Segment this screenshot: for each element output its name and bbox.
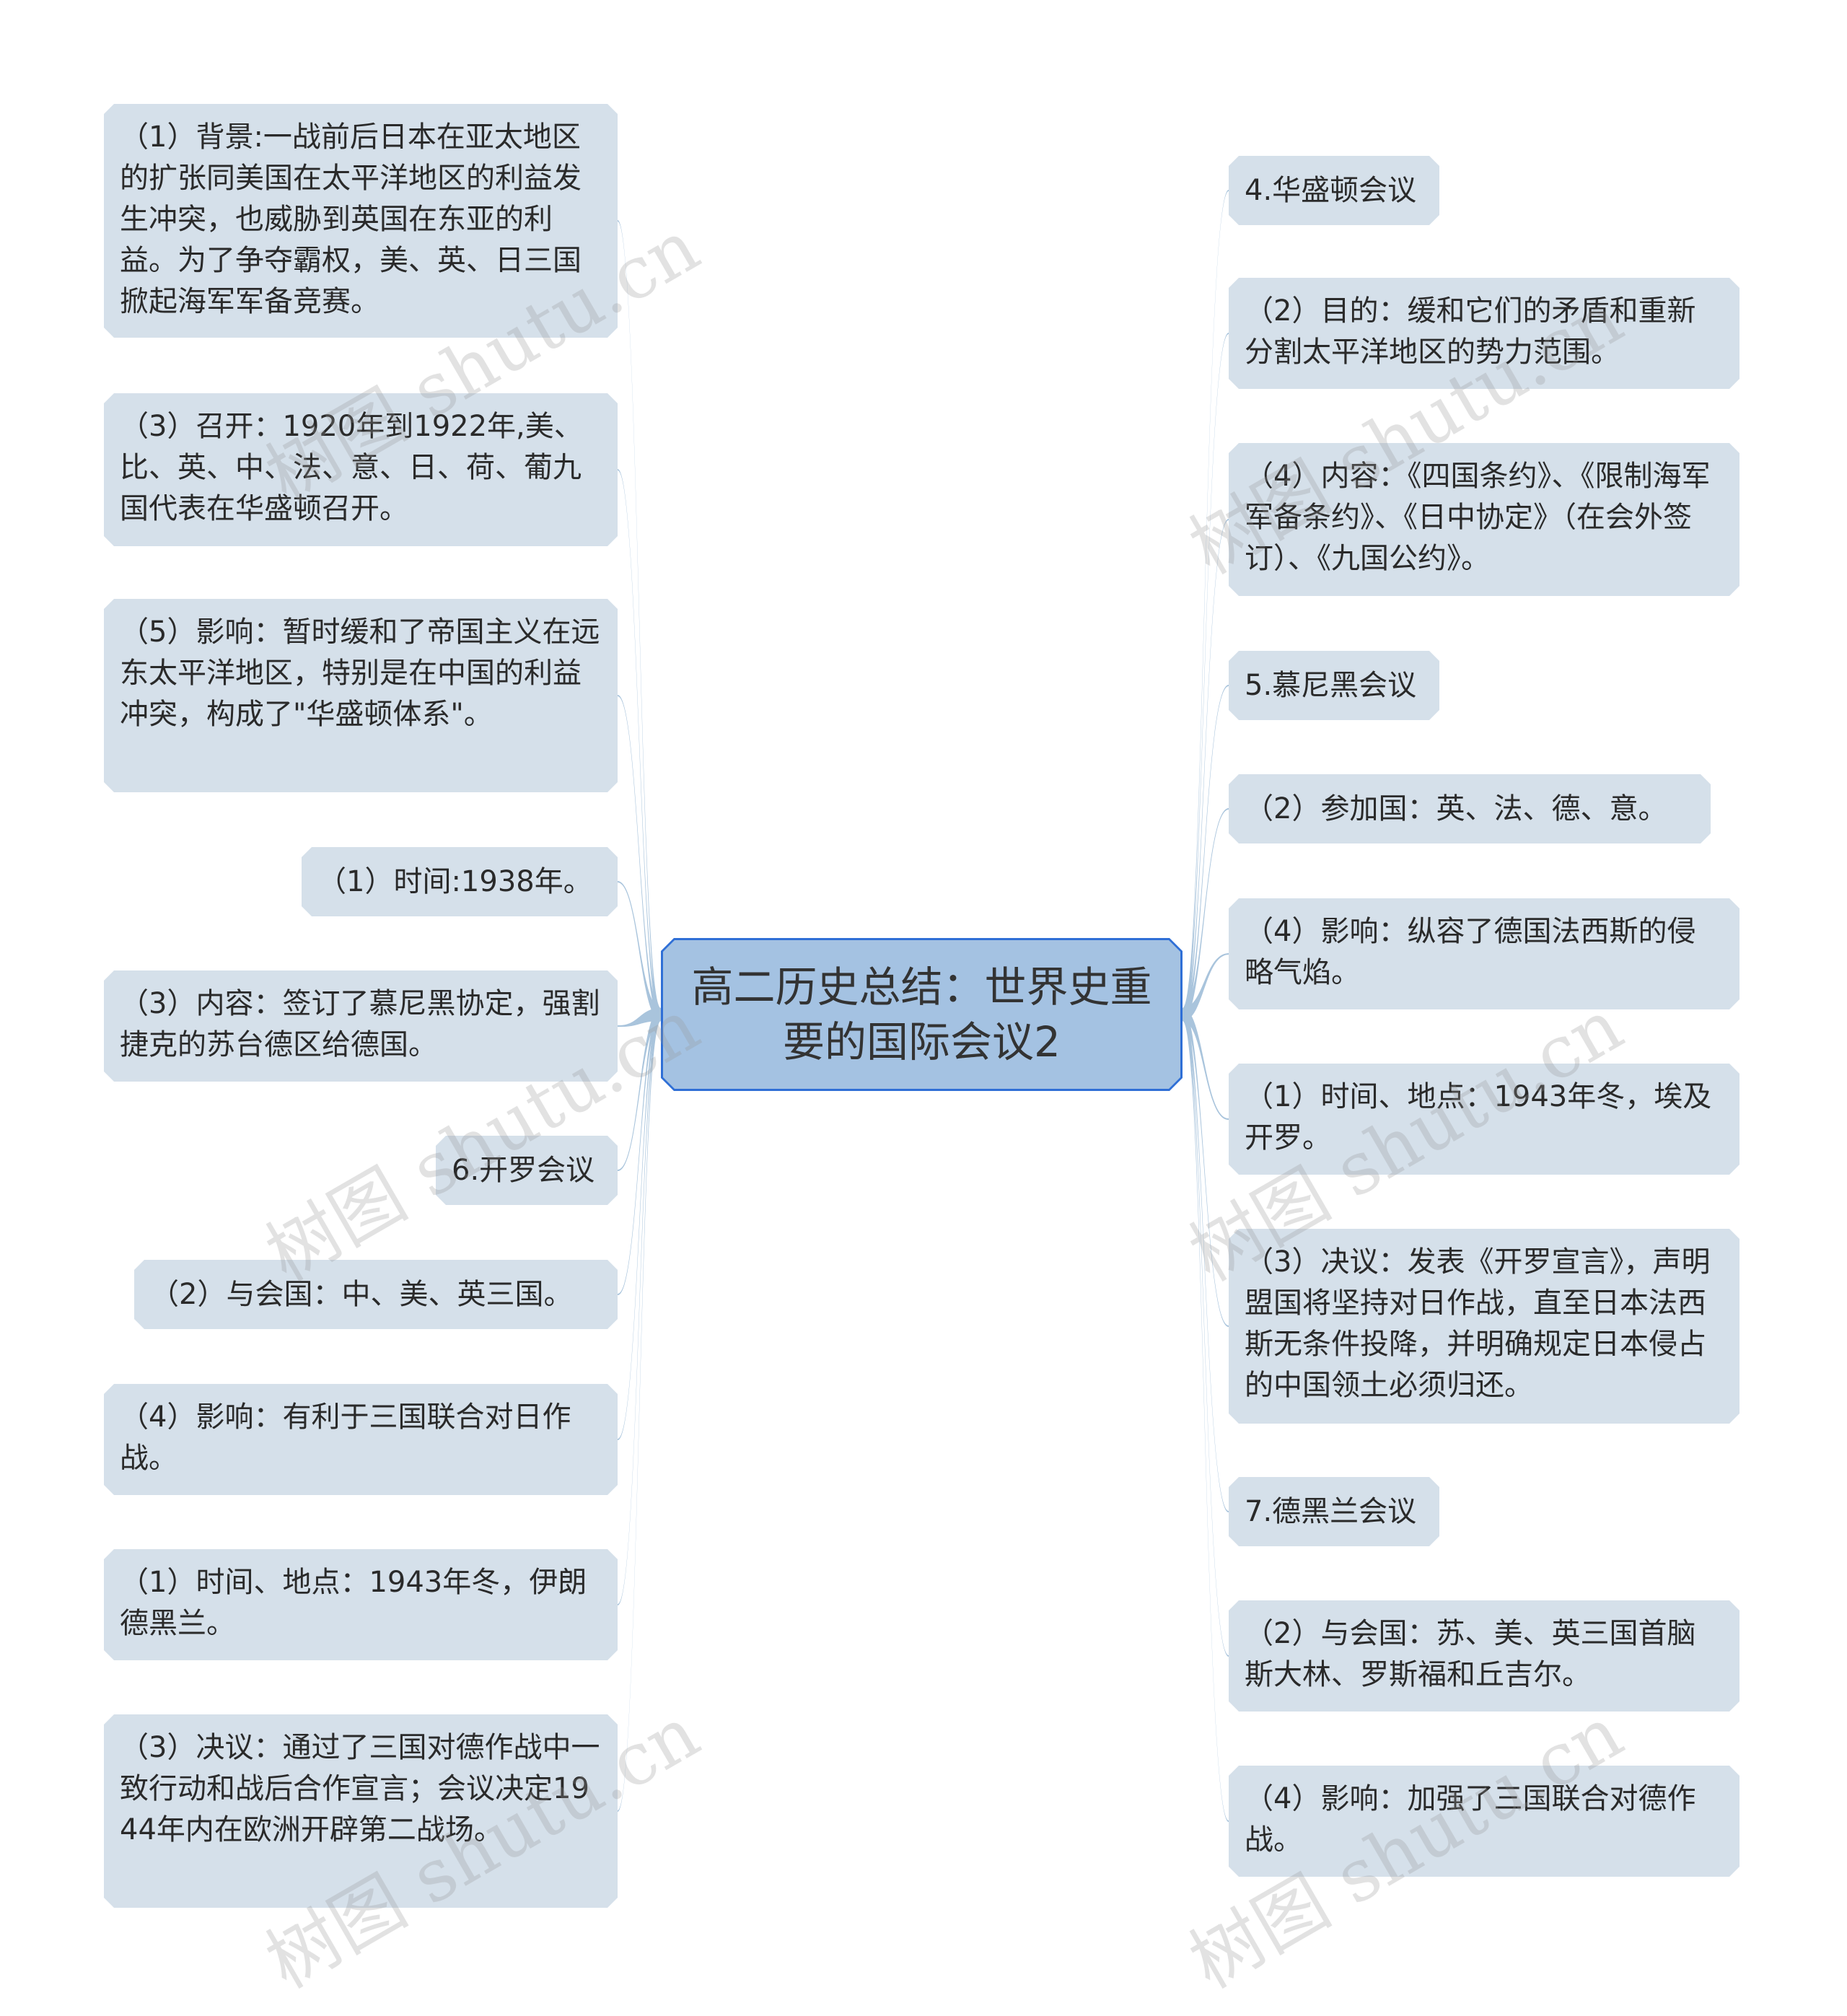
- node-washington-conference[interactable]: 4.华盛顿会议: [1229, 156, 1439, 225]
- connector-line: [1183, 519, 1229, 1021]
- connector-line: [618, 881, 661, 1021]
- node-cairo-time[interactable]: （1）时间、地点：1943年冬，埃及开罗。: [1229, 1064, 1739, 1175]
- node-munich-impact[interactable]: （4）影响：纵容了德国法西斯的侵略气焰。: [1229, 898, 1739, 1009]
- connector-line: [618, 1008, 661, 1027]
- node-tehran-impact[interactable]: （4）影响：加强了三国联合对德作战。: [1229, 1766, 1739, 1877]
- node-tehran-participants[interactable]: （2）与会国：苏、美、英三国首脑斯大林、罗斯福和丘吉尔。: [1229, 1600, 1739, 1712]
- connector-line: [618, 1008, 661, 1606]
- connector-line: [1183, 685, 1229, 1021]
- connector-line: [618, 220, 661, 1021]
- node-munich-time[interactable]: （1）时间:1938年。: [302, 847, 618, 916]
- connector-line: [1183, 190, 1229, 1021]
- connector-line: [618, 1008, 661, 1172]
- connector-line: [618, 695, 661, 1021]
- connector-line: [618, 469, 661, 1021]
- node-tehran-time[interactable]: （1）时间、地点：1943年冬，伊朗德黑兰。: [104, 1549, 618, 1660]
- node-washington-purpose[interactable]: （2）目的：缓和它们的矛盾和重新分割太平洋地区的势力范围。: [1229, 278, 1739, 389]
- node-washington-impact[interactable]: （5）影响：暂时缓和了帝国主义在远东太平洋地区，特别是在中国的利益冲突，构成了"…: [104, 599, 618, 792]
- node-washington-background[interactable]: （1）背景:一战前后日本在亚太地区的扩张同美国在太平洋地区的利益发生冲突，也威胁…: [104, 104, 618, 338]
- node-cairo-resolution[interactable]: （3）决议：发表《开罗宣言》，声明盟国将坚持对日作战，直至日本法西斯无条件投降，…: [1229, 1229, 1739, 1424]
- node-munich-conference[interactable]: 5.慕尼黑会议: [1229, 651, 1439, 720]
- connector-line: [618, 1008, 661, 1296]
- connector-line: [1183, 1008, 1229, 1657]
- connector-line: [1183, 953, 1229, 1021]
- node-cairo-participants[interactable]: （2）与会国：中、美、英三国。: [134, 1260, 618, 1329]
- node-tehran-conference[interactable]: 7.德黑兰会议: [1229, 1477, 1439, 1546]
- node-munich-content[interactable]: （3）内容：签订了慕尼黑协定，强割捷克的苏台德区给德国。: [104, 970, 618, 1082]
- connector-line: [1183, 1008, 1229, 1823]
- root-topic[interactable]: 高二历史总结：世界史重要的国际会议2: [661, 938, 1183, 1091]
- node-tehran-resolution[interactable]: （3）决议：通过了三国对德作战中一致行动和战后合作宣言；会议决定1944年内在欧…: [104, 1714, 618, 1908]
- node-munich-participants[interactable]: （2）参加国：英、法、德、意。: [1229, 774, 1711, 843]
- connector-line: [618, 1008, 661, 1813]
- connector-line: [1183, 1008, 1229, 1513]
- node-cairo-impact[interactable]: （4）影响：有利于三国联合对日作战。: [104, 1384, 618, 1495]
- node-washington-content[interactable]: （4）内容：《四国条约》、《限制海军军备条约》、《日中协定》（在会外签订）、《九…: [1229, 443, 1739, 596]
- connector-line: [618, 1008, 661, 1441]
- connector-line: [1183, 1008, 1229, 1328]
- node-cairo-conference[interactable]: 6.开罗会议: [436, 1136, 618, 1205]
- root-topic-label: 高二历史总结：世界史重要的国际会议2: [691, 963, 1152, 1066]
- node-washington-convene[interactable]: （3）召开：1920年到1922年,美、比、英、中、法、意、日、荷、葡九国代表在…: [104, 393, 618, 546]
- connector-line: [1183, 333, 1229, 1021]
